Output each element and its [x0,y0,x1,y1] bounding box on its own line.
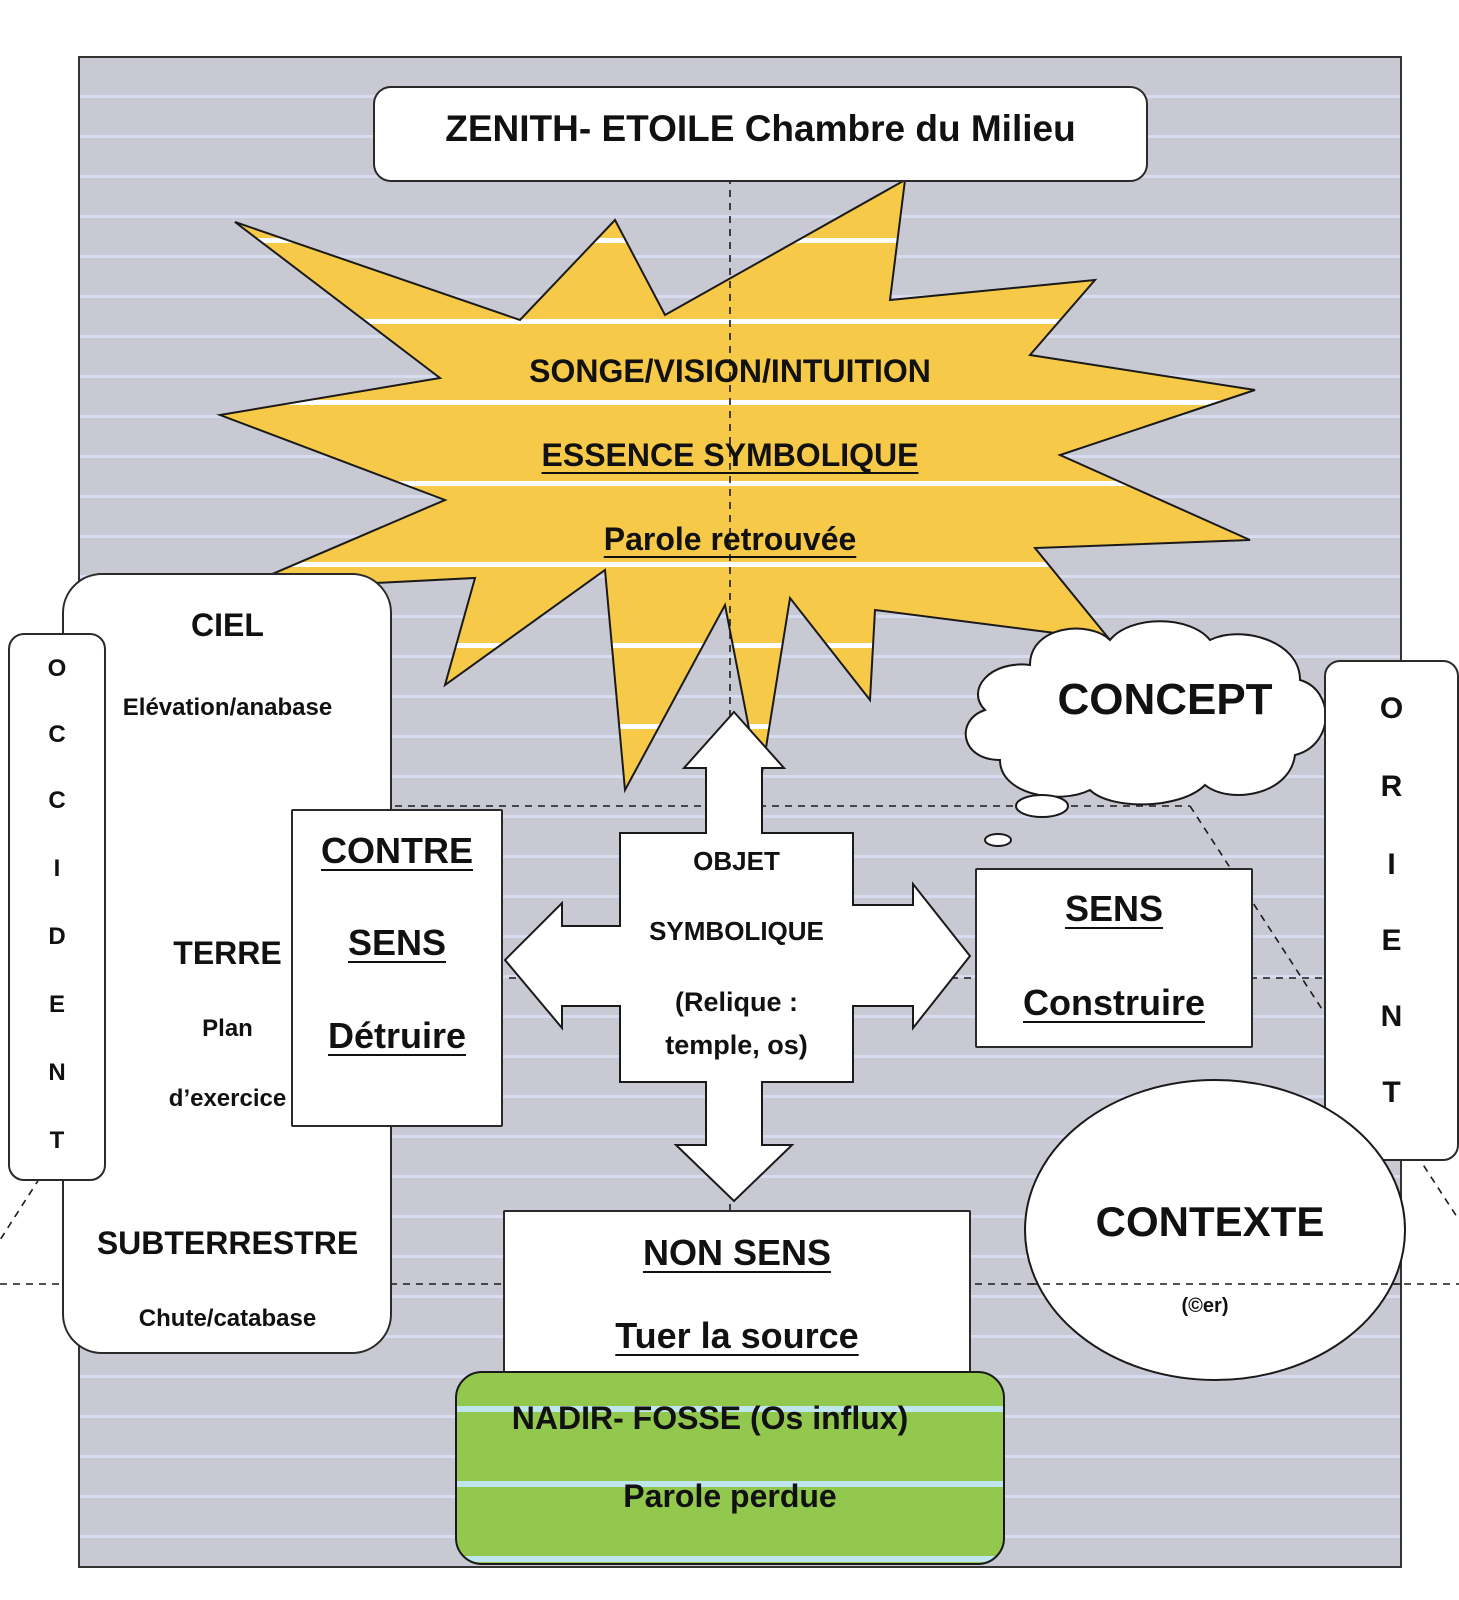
star-burst [216,178,1256,794]
star-line-essence: ESSENCE SYMBOLIQUE [541,437,919,473]
construire-label: Construire [1022,982,1206,1023]
zenith-title: ZENITH- ETOILE Chambre du Milieu [445,108,1076,149]
orient-letter: I [1387,848,1396,881]
elevation-label: Elévation/anabase [122,694,333,721]
orient-letter: T [1382,1076,1401,1109]
detruire-label: Détruire [327,1015,467,1056]
objet-line-2: SYMBOLIQUE [649,916,824,946]
nadir-title: NADIR- FOSSE (Os influx) [511,1400,909,1436]
objet-line-3: (Relique : [674,987,798,1017]
contre-label: CONTRE [321,830,473,871]
occident-letter: E [48,991,65,1018]
occident-letter: D [48,923,66,950]
occident-letter: C [48,721,66,748]
ciel-label: CIEL [191,607,264,643]
contexte-label: CONTEXTE [1095,1198,1325,1245]
occident-letter: C [48,787,66,814]
sens-box [975,868,1253,1048]
concept-label: CONCEPT [1057,675,1273,724]
non-sens-box [503,1210,971,1380]
sens-label: SENS [1064,888,1164,929]
contre-sens-label: SENS [347,922,447,963]
terre-label: TERRE [173,935,282,971]
tuer-la-source-label: Tuer la source [615,1315,859,1356]
orient-letter: N [1380,1000,1403,1033]
occident-letter: N [48,1059,66,1086]
orient-letter: R [1380,770,1403,803]
occident-letter: T [49,1127,65,1154]
occident-letter: I [53,855,61,882]
orient-box: O R I E N T [1324,660,1459,1161]
objet-line-4: temple, os) [665,1030,808,1060]
plan-label: Plan [202,1015,253,1042]
zenith-title-box [373,86,1148,182]
non-sens-label: NON SENS [642,1232,832,1273]
chute-label: Chute/catabase [138,1305,317,1332]
objet-line-1: OBJET [693,846,780,876]
exercice-label: d’exercice [168,1085,287,1112]
orient-letter: E [1381,924,1402,957]
star-line-parole-retrouvee: Parole retrouvée [603,521,857,557]
copyright-label: (©er) [1181,1295,1229,1317]
star-line-songe: SONGE/VISION/INTUITION [529,353,931,389]
orient-letter: O [1379,692,1404,725]
occident-box: O C C I D E N T [8,633,106,1181]
subterrestre-label: SUBTERRESTRE [96,1225,359,1261]
contre-sens-box [291,809,503,1127]
parole-perdue-label: Parole perdue [623,1478,837,1514]
occident-letter: O [47,655,67,682]
